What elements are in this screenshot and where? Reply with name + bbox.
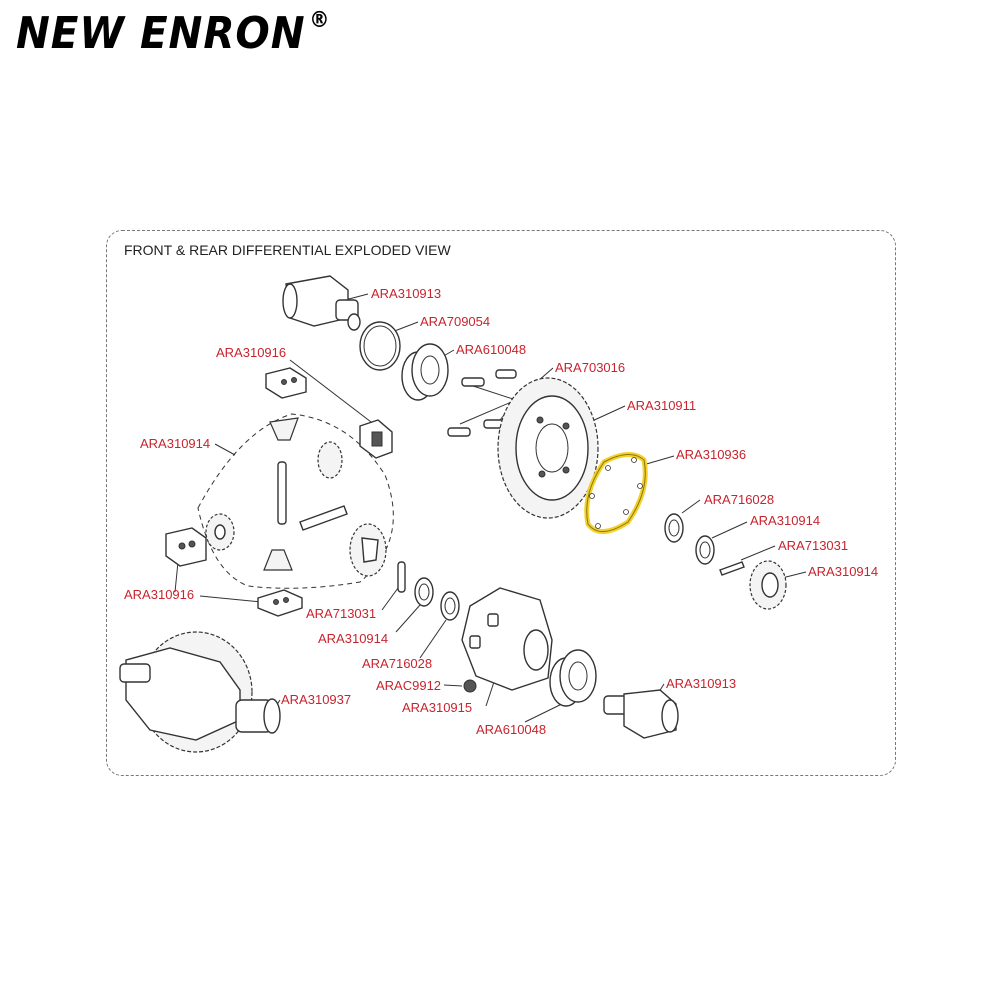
bushing-mid — [359, 419, 393, 459]
o-ring — [359, 321, 401, 371]
part-label-washer-mid: ARA310914 — [318, 631, 389, 646]
part-label-bevel-gear-right: ARA310914 — [808, 564, 879, 579]
bushing-top — [265, 367, 307, 399]
shim-mid — [440, 591, 460, 621]
outdrive-cup-top — [282, 275, 361, 331]
part-label-bearing-top: ARA610048 — [456, 342, 527, 357]
part-label-pin-mid: ARA713031 — [306, 606, 377, 621]
part-label-gear-set: ARA310914 — [140, 436, 211, 451]
assembled-differential — [119, 631, 281, 753]
part-label-shim-mid: ARA716028 — [362, 656, 433, 671]
part-label-outdrive-top: ARA310913 — [371, 286, 442, 301]
set-screw-nut — [463, 679, 477, 693]
brand-logo: NEW ENRON® — [16, 8, 331, 59]
bevel-gear-right — [749, 560, 787, 610]
pin-right — [719, 561, 745, 576]
ring-gear — [497, 377, 599, 519]
spider-gears — [205, 417, 387, 577]
cross-pins — [277, 461, 348, 531]
gear-set-group — [197, 413, 394, 589]
differential-case — [461, 587, 553, 691]
brand-name: NEW ENRON — [16, 8, 306, 59]
part-label-outdrive-bottom: ARA310913 — [666, 676, 737, 691]
part-label-shim-right: ARA716028 — [704, 492, 775, 507]
screws — [447, 369, 517, 437]
washer-right — [695, 535, 715, 565]
bearing-bottom — [549, 649, 597, 707]
bushing-bottom — [257, 589, 303, 617]
pin-mid — [397, 561, 406, 593]
part-label-nut: ARAC9912 — [376, 678, 442, 693]
shim-right — [664, 513, 684, 543]
diagram-frame — [106, 230, 896, 776]
part-label-washer-right: ARA310914 — [750, 513, 821, 528]
part-label-gasket: ARA310936 — [676, 447, 747, 462]
part-label-bushing-top: ARA310916 — [216, 345, 287, 360]
outdrive-cup-bottom — [603, 689, 679, 739]
trademark-symbol: ® — [309, 8, 331, 33]
washer-mid — [414, 577, 434, 607]
part-label-bearing-bottom: ARA610048 — [476, 722, 547, 737]
part-label-pin-right: ARA713031 — [778, 538, 849, 553]
part-label-bushing-left: ARA310916 — [124, 587, 195, 602]
gasket-highlighted — [584, 452, 648, 534]
part-label-ring-gear: ARA310911 — [627, 398, 697, 413]
diagram-title: FRONT & REAR DIFFERENTIAL EXPLODED VIEW — [124, 242, 451, 258]
part-label-screws: ARA703016 — [555, 360, 626, 375]
part-label-diff-case: ARA310915 — [402, 700, 473, 715]
part-label-assembled-diff: ARA310937 — [281, 692, 352, 707]
bearing-top — [401, 343, 449, 401]
part-label-o-ring: ARA709054 — [420, 314, 491, 329]
bushing-left — [165, 527, 207, 567]
